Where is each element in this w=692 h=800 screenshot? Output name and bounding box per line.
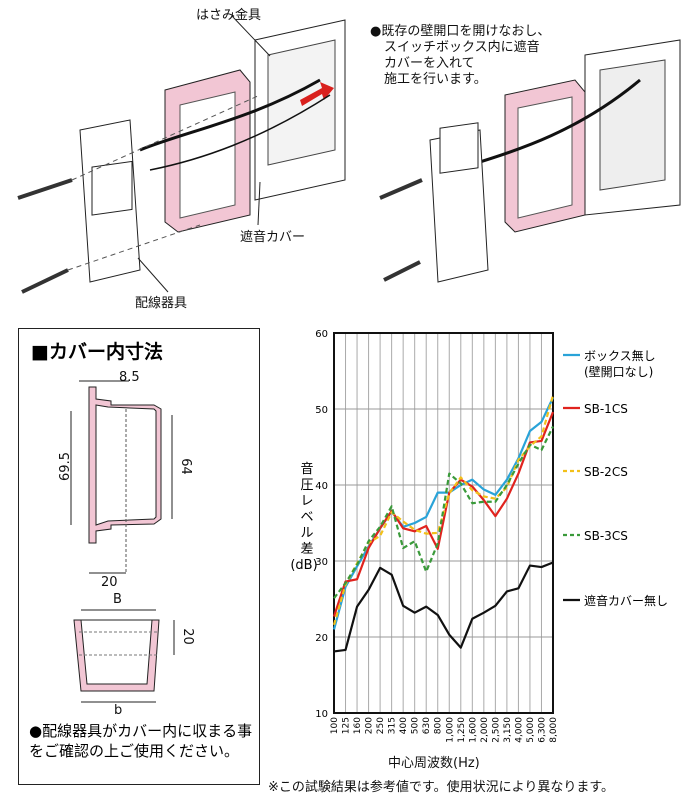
series-line-SB-1CS [332,411,555,617]
y-axis-label: 音 圧 レ ベ ル 差 (dB) [290,462,318,574]
dim-B: B [113,592,122,607]
leader-line [137,257,169,293]
x-tick-label: 125 [342,717,352,734]
y-tick-label: 20 [315,633,328,644]
x-tick-label: 2,000 [480,717,490,743]
x-tick-label: 160 [353,717,363,734]
x-axis-label: 中心周波数(Hz) [388,756,480,771]
legend-label: 遮音カバー無し [584,593,668,608]
cover-dimensions-panel: ■カバー内寸法 8.5 69.5 64 20 B 20 b ●配線器具がカバー内… [18,328,260,785]
series-line-SB-3CS [333,425,554,599]
ylabel-char: ベ [300,510,314,525]
x-tick-label: 1,600 [468,717,478,743]
screw-icon [383,260,421,282]
x-tick-label: 1,000 [445,717,455,743]
cover-opening [517,96,573,219]
outlet [91,160,133,216]
ylabel-char: 差 [300,542,314,557]
x-tick-label: 250 [376,717,386,734]
screw-icon [379,178,423,200]
cable [469,78,641,167]
x-tick-label: 6,300 [537,717,547,743]
dim-b: b [114,703,123,718]
cover-top-inner [80,619,153,685]
leader-line [231,15,271,57]
x-tick-label: 1,250 [457,717,467,743]
installation-illustration [17,15,681,294]
install-note: ●既存の壁開口を開けなおし、 スイッチボックス内に遮音 カバーを入れて 施工を行… [370,24,550,88]
x-tick-label: 630 [422,717,432,734]
y-tick-label: 10 [315,709,328,720]
label-cover: 遮音カバー [240,230,306,245]
legend-label: SB-1CS [584,402,628,416]
leader-line [257,181,261,226]
x-tick-label: 200 [365,717,375,734]
label-clip: はさみ金具 [196,8,262,23]
x-tick-label: 2,500 [491,717,501,743]
dimensions-title: ■カバー内寸法 [31,341,163,363]
screw-icon [17,178,73,200]
dim-20-depth: 20 [101,575,118,590]
x-tick-label: 100 [330,717,340,734]
insert-arrow-icon [300,82,334,106]
x-tick-label: 315 [388,717,398,734]
footnote: ※この試験結果は参考値です。使用状況により異なります。 [268,780,615,795]
ylabel-char: レ [300,494,314,509]
cable [149,94,331,171]
y-tick-label: 40 [315,481,328,492]
legend-label: SB-3CS [584,529,628,543]
note-line: ●既存の壁開口を開けなおし、 [370,24,551,39]
switch-box [599,59,666,191]
y-tick-label: 50 [315,405,328,416]
legend-label: ボックス無し [584,348,656,363]
note-line: スイッチボックス内に遮音 [384,40,540,55]
outlet [439,122,479,174]
x-tick-label: 500 [411,717,421,734]
x-tick-label: 800 [434,717,444,734]
cover-dimension-drawing [70,380,175,703]
note-line: 施工を行います。 [384,72,487,87]
legend-label: SB-2CS [584,465,628,479]
series-line-SB-2CS [332,395,555,626]
guide-line [71,94,261,181]
legend-label: (壁開口なし) [584,364,653,379]
ylabel-char: 圧 [300,478,314,493]
ylabel-char: (dB) [290,558,318,573]
x-tick-label: 4,000 [514,717,524,743]
series-line-遮音カバー無し [333,561,554,653]
ylabel-char: 音 [300,462,314,477]
y-tick-label: 60 [315,329,328,340]
screw-icon [21,268,69,294]
plot-frame [333,332,554,714]
label-device: 配線器具 [135,296,188,311]
y-tick-label: 30 [315,557,328,568]
dim-8-5: 8.5 [119,370,140,385]
x-tick-label: 3,150 [503,717,513,743]
x-tick-label: 400 [399,717,409,734]
dimensions-note: ●配線器具がカバー内に収まる事をご確認の上ご使用ください。 [29,722,253,760]
x-tick-label: 5,000 [526,717,536,743]
cable [139,78,321,152]
ylabel-char: ル [300,526,314,541]
note-line: カバーを入れて [384,56,475,71]
x-tick-label: 8,000 [549,717,559,743]
